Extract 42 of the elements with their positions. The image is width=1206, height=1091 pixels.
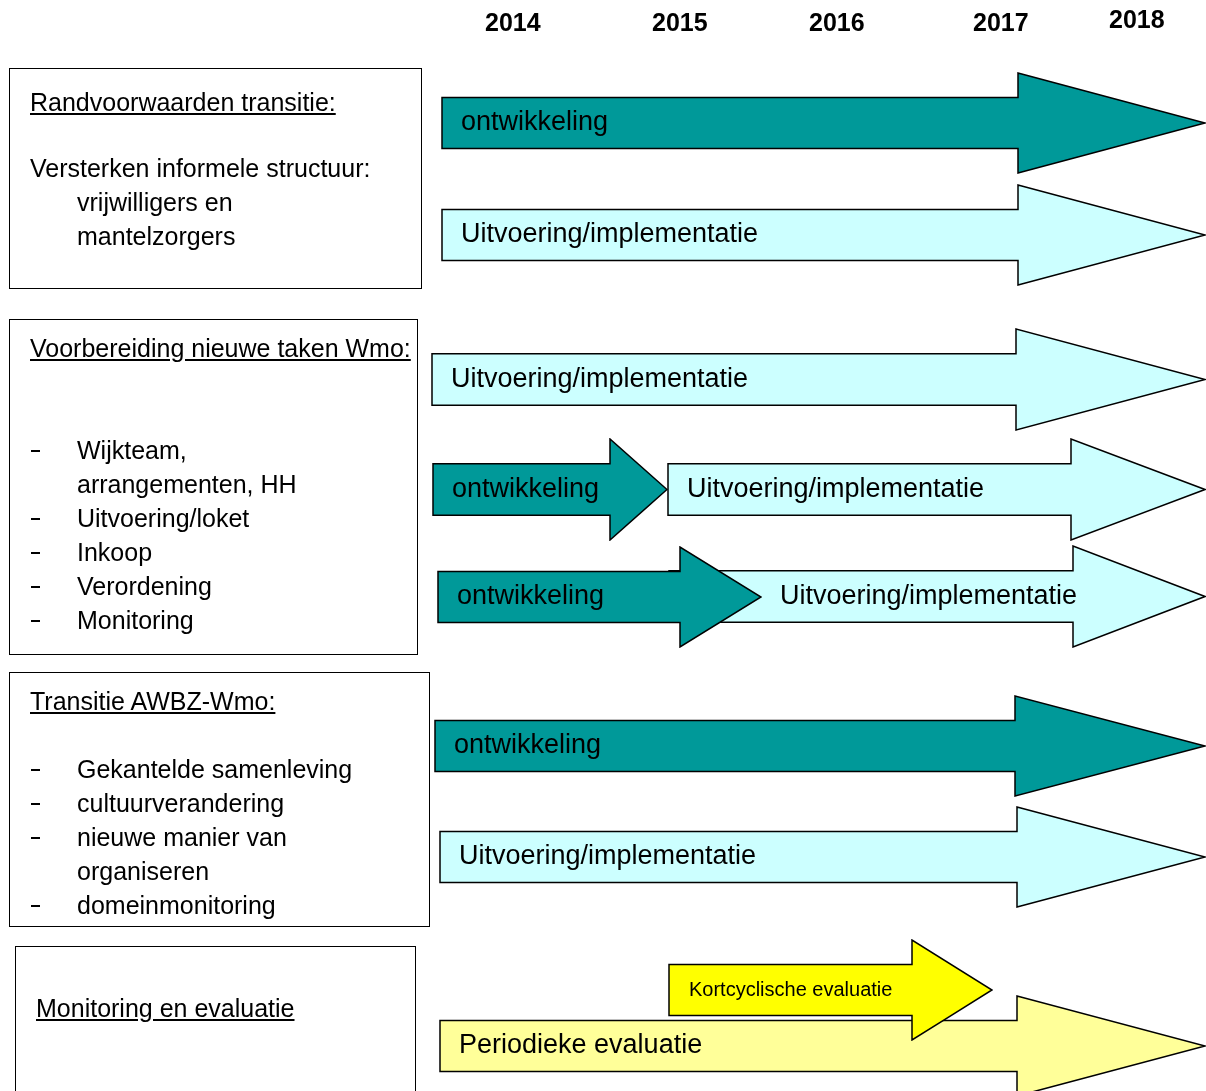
year-label: 2017 (973, 8, 1029, 37)
box-heading: Voorbereiding nieuwe taken Wmo: (30, 333, 412, 364)
timeline-bar (668, 545, 1206, 648)
timeline-bar (441, 184, 1206, 286)
arrow-label: Periodieke evaluatie (459, 1029, 703, 1061)
list-item: domeinmonitoring (77, 891, 276, 919)
arrow-label: ontwikkeling (452, 472, 600, 504)
arrow-label: Uitvoering/implementatie (461, 218, 759, 250)
list-item: Monitoring (77, 606, 194, 634)
text-box (15, 946, 416, 1091)
arrow-label: ontwikkeling (461, 106, 609, 138)
timeline-bar (437, 546, 762, 648)
box-heading: Transitie AWBZ-Wmo: (30, 686, 277, 717)
timeline-bar (441, 72, 1206, 174)
list-item: Uitvoering/loket (77, 504, 250, 532)
box-heading: Randvoorwaarden transitie: (30, 87, 337, 118)
year-label: 2015 (652, 8, 708, 37)
arrow-label: Uitvoering/implementatie (459, 840, 757, 872)
list-item: cultuurverandering (77, 789, 285, 817)
timeline-bar (432, 438, 668, 541)
timeline-bar (431, 328, 1206, 431)
arrow-label: Uitvoering/implementatie (451, 362, 749, 394)
text-box (9, 319, 418, 655)
text-box (9, 672, 430, 927)
list-item: Inkoop (77, 538, 153, 566)
body-text: Versterken informele structuur: vrijwilligers en mantelzorgers (30, 153, 372, 252)
timeline-bar (439, 806, 1206, 908)
list-item: Wijkteam, arrangementen, HH (77, 436, 297, 498)
arrow-label: ontwikkeling (454, 729, 602, 761)
arrow-label: Uitvoering/implementatie (687, 472, 985, 504)
timeline-bar (434, 695, 1206, 797)
arrow-label: ontwikkeling (457, 580, 605, 612)
list-item: Gekantelde samenleving (77, 755, 353, 783)
list-item: Verordening (77, 572, 212, 600)
arrow-label: Uitvoering/implementatie (780, 579, 1078, 611)
timeline-bar (667, 438, 1206, 541)
arrow-label: Kortcyclische evaluatie (689, 977, 893, 1001)
box-heading: Monitoring en evaluatie (36, 993, 296, 1024)
year-label: 2016 (809, 8, 865, 37)
year-label: 2018 (1109, 5, 1165, 34)
year-label: 2014 (485, 8, 541, 37)
text-box (9, 68, 422, 289)
